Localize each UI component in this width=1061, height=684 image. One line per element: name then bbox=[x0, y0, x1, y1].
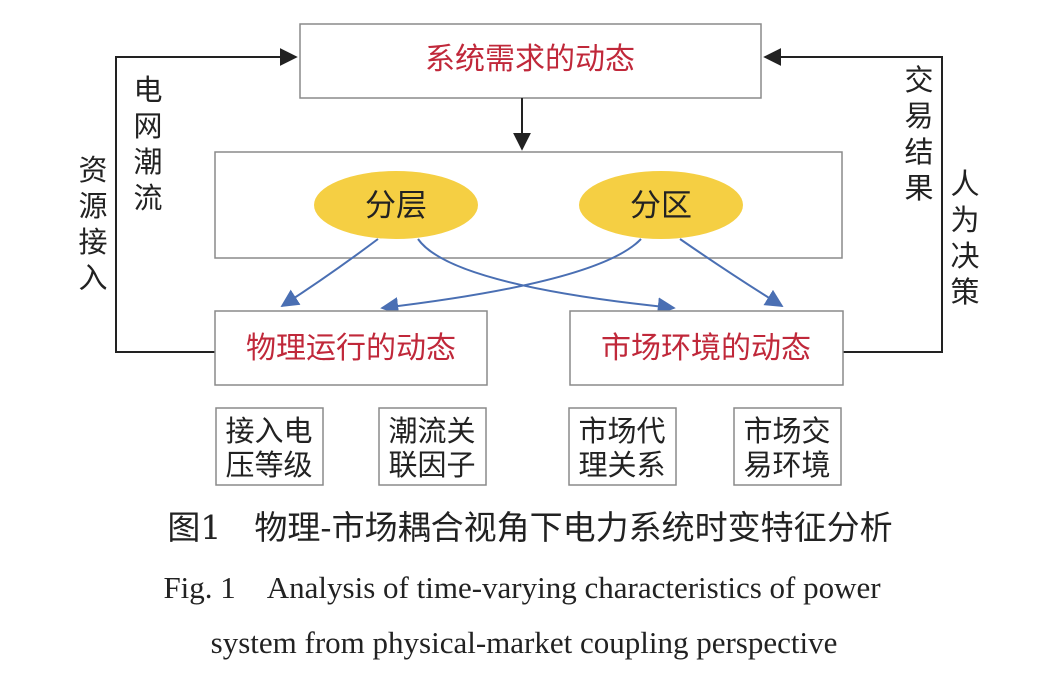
right-outer-label-text: 人为决策 bbox=[950, 167, 979, 309]
ellipse-layering-label: 分层 bbox=[365, 188, 427, 224]
arrow-zoning-to-physical bbox=[380, 238, 642, 316]
left-outer-label: 资源接入 bbox=[78, 153, 107, 295]
arrow-zoning-to-market bbox=[679, 238, 784, 307]
left-feedback-line bbox=[115, 48, 298, 353]
factor-3-line-2: 理关系 bbox=[578, 448, 665, 482]
physical-box-label: 物理运行的动态 bbox=[246, 331, 456, 366]
factor-1-line-2: 压等级 bbox=[225, 448, 312, 482]
caption-en-line-1: Fig. 1 Analysis of time-varying characte… bbox=[163, 570, 881, 605]
right-inner-label: 交易结果 bbox=[904, 63, 933, 205]
left-inner-label-text: 电网潮流 bbox=[133, 73, 162, 215]
ellipse-layering bbox=[314, 171, 478, 239]
left-inner-label: 电网潮流 bbox=[133, 73, 162, 215]
factor-1-line-1: 接入电 bbox=[225, 414, 312, 448]
caption-en-line-2: system from physical-market coupling per… bbox=[211, 625, 838, 660]
right-inner-label-text: 交易结果 bbox=[904, 63, 933, 205]
factor-2-line-2: 联因子 bbox=[388, 448, 475, 482]
right-feedback-line bbox=[763, 48, 943, 353]
middle-box bbox=[214, 151, 843, 259]
caption-zh: 图1 物理-市场耦合视角下电力系统时变特征分析 bbox=[167, 508, 892, 547]
factor-3-line-1: 市场代 bbox=[578, 414, 665, 448]
factor-2-line-1: 潮流关 bbox=[388, 414, 475, 448]
factor-box-1 bbox=[215, 407, 324, 486]
market-box-label: 市场环境的动态 bbox=[601, 331, 811, 366]
physical-box bbox=[214, 310, 488, 386]
right-outer-label: 人为决策 bbox=[950, 167, 979, 309]
top-box-label: 系统需求的动态 bbox=[425, 42, 635, 77]
top-box bbox=[299, 23, 762, 99]
left-outer-label-text: 资源接入 bbox=[78, 153, 107, 295]
factor-4-line-2: 易环境 bbox=[743, 448, 830, 482]
market-box bbox=[569, 310, 844, 386]
factor-box-4 bbox=[733, 407, 842, 486]
arrow-layering-to-physical bbox=[280, 238, 379, 307]
ellipse-zoning bbox=[579, 171, 743, 239]
factor-box-3 bbox=[568, 407, 677, 486]
arrow-layering-to-market bbox=[417, 238, 676, 316]
ellipse-zoning-label: 分区 bbox=[630, 188, 692, 224]
factor-4-line-1: 市场交 bbox=[743, 414, 830, 448]
factor-box-2 bbox=[378, 407, 487, 486]
